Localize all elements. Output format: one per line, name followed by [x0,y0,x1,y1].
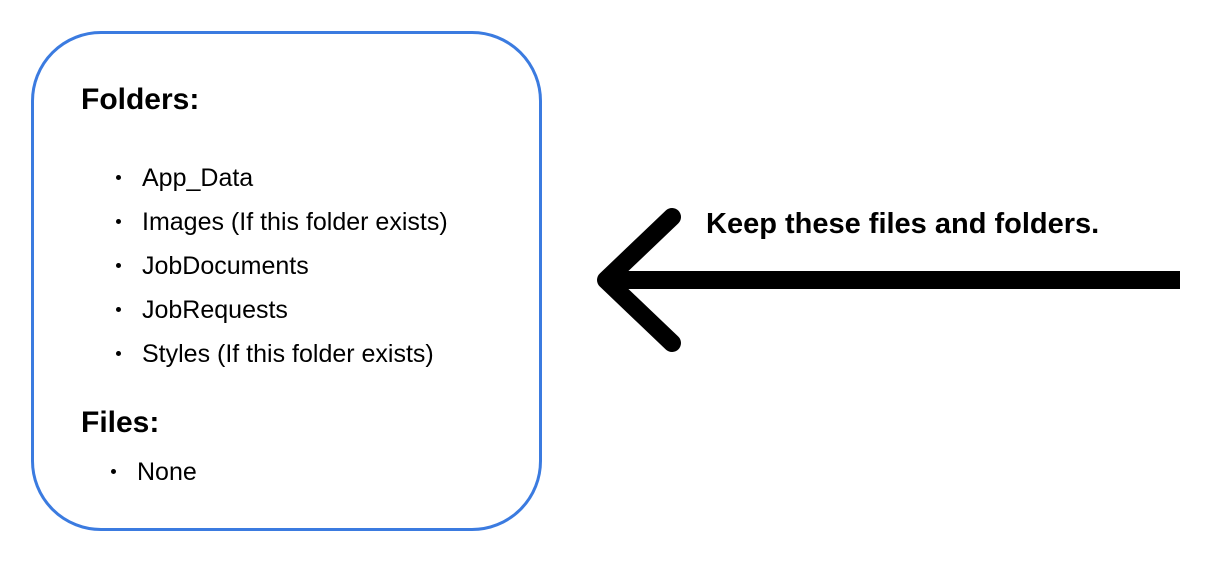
folder-item: App_Data [116,156,448,200]
file-item: None [111,450,197,494]
folders-heading: Folders: [81,83,200,116]
files-list: None [111,450,197,494]
bullet-icon [116,175,121,180]
bullet-icon [116,307,121,312]
folder-label: JobDocuments [142,252,309,280]
bullet-icon [111,469,116,474]
callout-text: Keep these files and folders. [706,208,1100,240]
folder-item: Images (If this folder exists) [116,200,448,244]
folder-label: App_Data [142,164,254,192]
bullet-icon [116,263,121,268]
bullet-icon [116,219,121,224]
folder-label: JobRequests [142,296,288,324]
folder-item: JobDocuments [116,244,448,288]
folders-list: App_Data Images (If this folder exists) … [116,156,448,376]
folder-label: Images (If this folder exists) [142,208,448,236]
keep-list-panel: Folders: App_Data Images (If this folder… [31,31,542,531]
file-label: None [137,458,197,486]
folder-item: Styles (If this folder exists) [116,332,448,376]
folder-item: JobRequests [116,288,448,332]
files-heading: Files: [81,406,160,439]
bullet-icon [116,351,121,356]
left-arrow-icon [597,208,1180,352]
folder-label: Styles (If this folder exists) [142,340,434,368]
